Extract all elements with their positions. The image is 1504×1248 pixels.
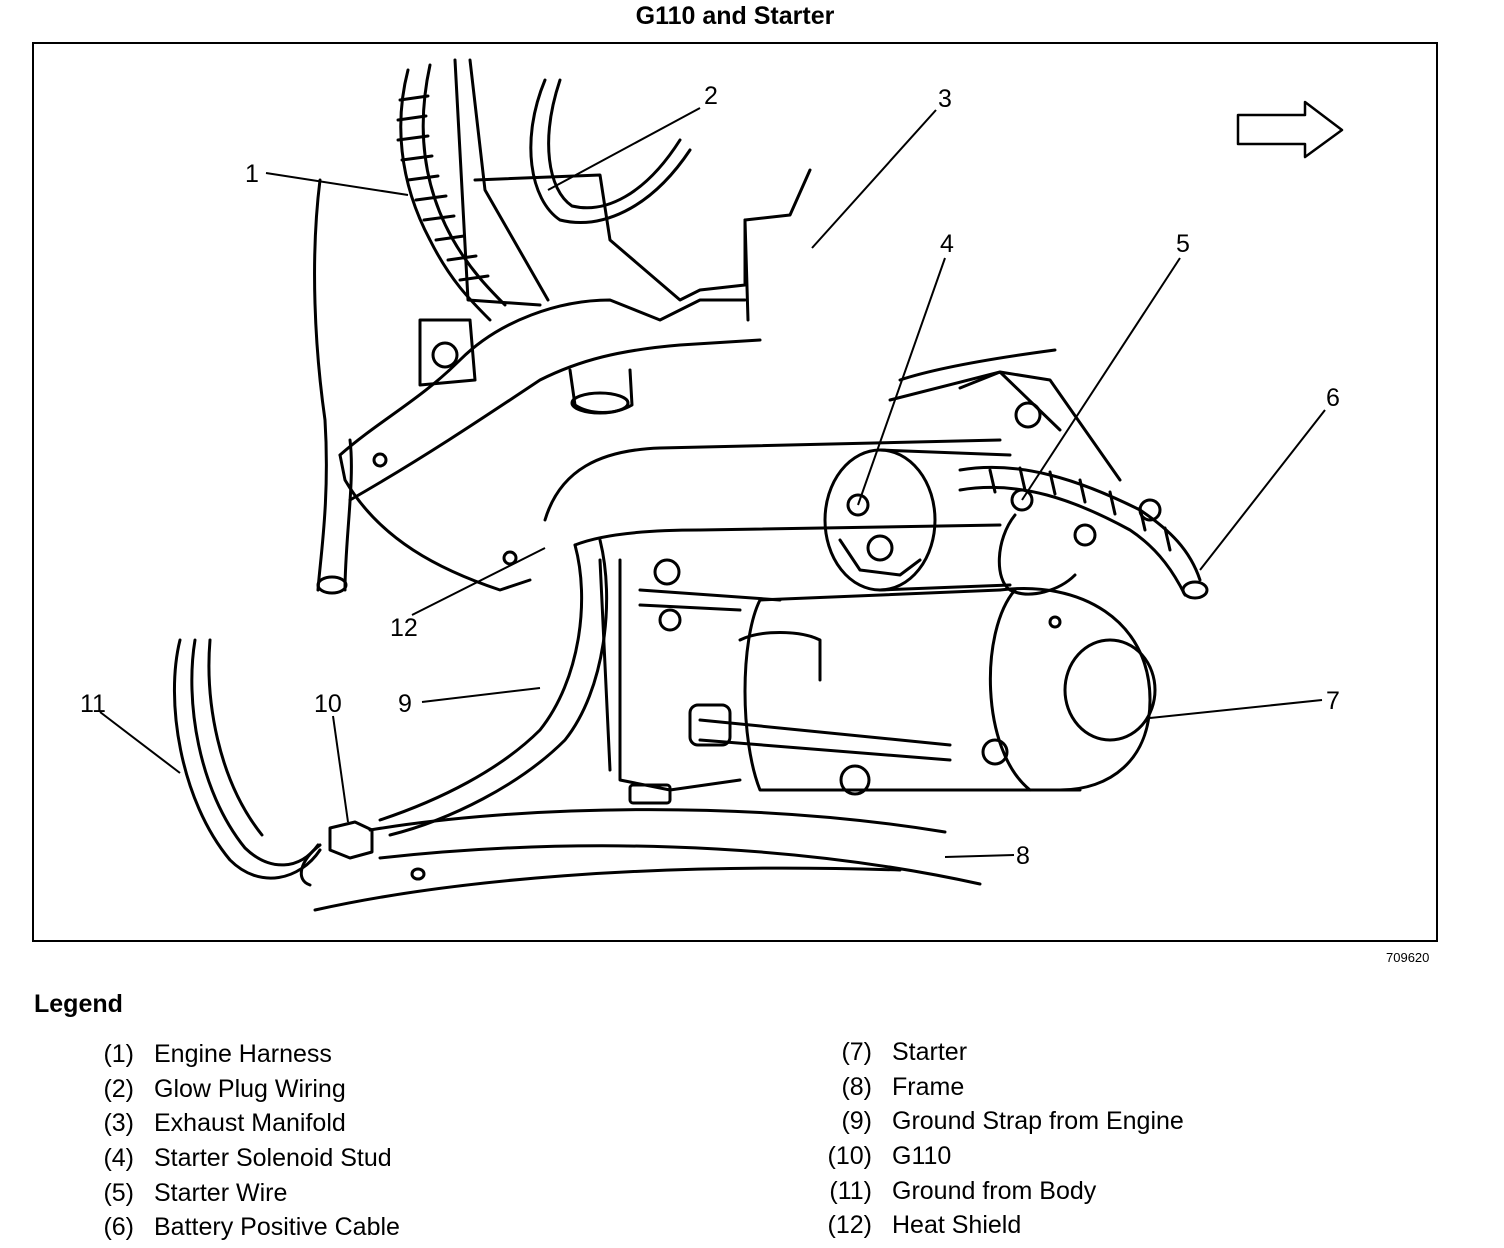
legend-number: (2) — [103, 1075, 134, 1103]
legend-label: Exhaust Manifold — [154, 1109, 346, 1137]
legend-heading: Legend — [34, 990, 123, 1018]
callout-2: 2 — [704, 82, 718, 110]
callout-3: 3 — [938, 85, 952, 113]
callout-10: 10 — [314, 690, 342, 718]
legend-number: (7) — [841, 1038, 872, 1066]
legend-label: Glow Plug Wiring — [154, 1075, 346, 1103]
leader-1 — [265, 172, 409, 196]
leader-2 — [547, 107, 701, 191]
battery-cable-drawing — [958, 465, 1209, 600]
forward-arrow-icon — [1236, 100, 1344, 159]
glow-plug-wiring-drawing — [529, 78, 692, 224]
legend-label: Starter — [892, 1038, 968, 1066]
starter-diagram: 1 2 3 4 5 6 7 8 9 10 11 12 — [80, 58, 1344, 912]
diagram-title: G110 and Starter — [635, 2, 835, 30]
legend-number: (3) — [103, 1109, 134, 1137]
legend-label: Starter Solenoid Stud — [154, 1144, 392, 1172]
leader-9 — [421, 687, 541, 703]
leader-3 — [811, 109, 937, 249]
legend-item: (4) Starter Solenoid Stud — [80, 1144, 392, 1173]
legend-item: (7) Starter — [818, 1038, 967, 1067]
legend-label: Frame — [892, 1073, 965, 1101]
figure-id: 709620 — [1386, 950, 1430, 965]
legend-label: Ground from Body — [892, 1177, 1097, 1205]
leader-8 — [944, 854, 1015, 858]
legend-label: Engine Harness — [154, 1040, 332, 1068]
legend-item: (11) Ground from Body — [818, 1177, 1096, 1206]
callout-7: 7 — [1326, 687, 1340, 715]
starter-solenoid-drawing — [823, 448, 1097, 596]
callout-6: 6 — [1326, 384, 1340, 412]
engine-harness-drawing — [396, 58, 550, 322]
leader-12 — [411, 547, 546, 616]
callout-9: 9 — [398, 690, 412, 718]
legend-number: (4) — [103, 1144, 134, 1172]
legend-item: (10) G110 — [818, 1142, 952, 1171]
legend-label: Battery Positive Cable — [154, 1213, 400, 1241]
legend-number: (9) — [841, 1107, 872, 1135]
exhaust-manifold-drawing — [338, 168, 812, 592]
legend-item: (1) Engine Harness — [80, 1040, 332, 1069]
legend-item: (8) Frame — [818, 1073, 964, 1102]
leader-4 — [857, 257, 946, 506]
diagram-frame — [32, 42, 1438, 942]
leader-11 — [99, 711, 181, 774]
legend-label: G110 — [892, 1142, 952, 1170]
leader-7 — [1149, 699, 1323, 719]
callout-4: 4 — [940, 230, 954, 258]
legend-item: (2) Glow Plug Wiring — [80, 1075, 346, 1104]
callout-8: 8 — [1016, 842, 1030, 870]
callout-1: 1 — [245, 160, 259, 188]
legend-number: (6) — [103, 1213, 134, 1241]
ground-straps-drawing — [172, 178, 609, 887]
legend-item: (6) Battery Positive Cable — [80, 1213, 400, 1242]
legend-number: (11) — [829, 1177, 872, 1205]
legend-item: (5) Starter Wire — [80, 1179, 287, 1208]
leader-6 — [1199, 409, 1326, 571]
legend-number: (10) — [827, 1142, 872, 1170]
legend-item: (12) Heat Shield — [818, 1211, 1022, 1240]
legend-number: (1) — [103, 1040, 134, 1068]
callout-12: 12 — [390, 614, 418, 642]
callout-11: 11 — [80, 690, 106, 718]
legend-item: (3) Exhaust Manifold — [80, 1109, 346, 1138]
leader-10 — [332, 715, 349, 823]
legend-label: Starter Wire — [154, 1179, 288, 1207]
legend-number: (12) — [827, 1211, 872, 1239]
callout-5: 5 — [1176, 230, 1190, 258]
heat-shield-drawing — [543, 348, 1122, 547]
legend-item: (9) Ground Strap from Engine — [818, 1107, 1184, 1136]
legend-number: (8) — [841, 1073, 872, 1101]
starter-motor-drawing — [598, 558, 1157, 805]
leader-5 — [1021, 257, 1181, 501]
legend-label: Ground Strap from Engine — [892, 1107, 1184, 1135]
legend-label: Heat Shield — [892, 1211, 1022, 1239]
legend-number: (5) — [103, 1179, 134, 1207]
frame-drawing — [313, 808, 982, 912]
